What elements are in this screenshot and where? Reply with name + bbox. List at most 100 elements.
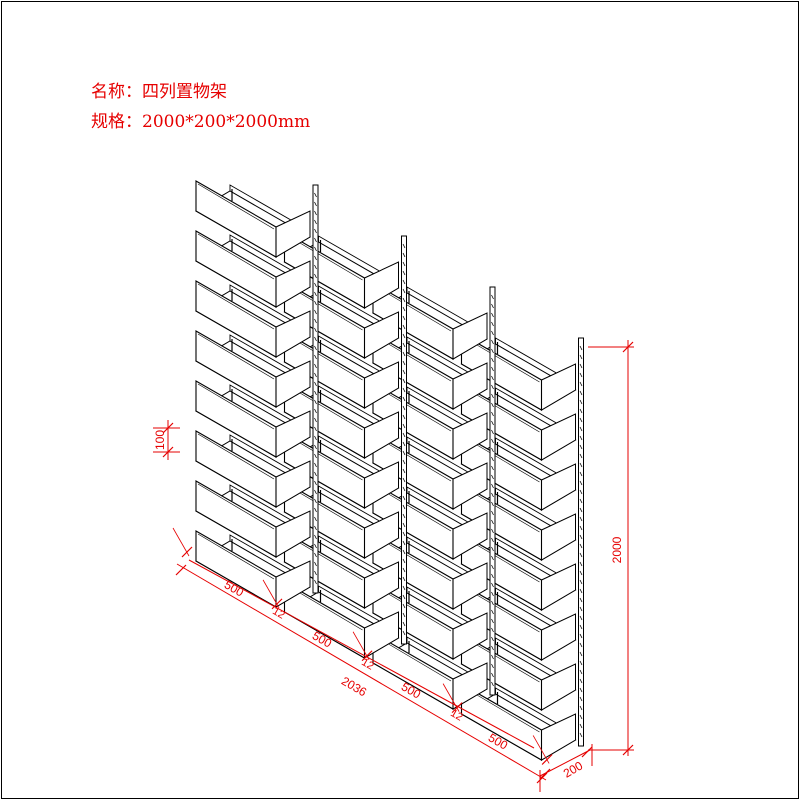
rail-slot [314,444,317,450]
rail-slot [579,453,583,459]
rail-slot [314,543,317,549]
rail-slot [402,288,406,294]
wall-rail [489,286,496,696]
rail-slot [579,570,583,576]
dim-shelf-height-label: 100 [153,430,167,450]
rail-slot [491,591,494,597]
rail-slot [579,723,583,729]
rail-slot [491,582,494,588]
rail-slot [402,504,406,510]
shelf-front-lip [195,280,277,358]
rail-slot [579,390,583,396]
rail-slot [402,378,406,384]
rail-slot [491,645,494,651]
rail-slot [491,294,494,300]
rail-slot [491,321,494,327]
rail-slot [579,642,583,648]
shelf-end-cap [541,463,576,511]
rail-slot [491,654,494,660]
rail-slot [402,495,406,501]
rail-slot [402,558,406,564]
rail-slot [314,471,317,477]
dim-tick [162,422,174,434]
shelf-board [195,280,311,358]
rail-slot [314,255,317,261]
shelf-end-cap [541,413,576,461]
rail-slot [314,246,317,252]
shelf-board [195,230,311,308]
rail-slot [579,408,583,414]
wall-rail [401,235,407,645]
rail-slot [402,297,406,303]
rail-slot [402,405,406,411]
dim-tick [539,768,551,780]
rail-slot [579,669,583,675]
dim-line [539,749,591,777]
rail-slot [491,546,494,552]
rail-slot [402,324,406,330]
rail-slot [314,516,317,522]
product-name-label: 名称： [91,82,142,102]
rail-slot [491,636,494,642]
rail-slot [402,585,406,591]
rail-slot [402,342,406,348]
rail-slot [314,525,317,531]
shelf-front-lip [195,380,277,458]
product-name-value: 四列置物架 [142,82,227,102]
rail-slot [579,381,583,387]
rail-slot [491,501,494,507]
rail-slot [402,261,406,267]
dim-total-height-label: 2000 [610,536,624,563]
product-spec-value: 2000*200*2000mm [142,112,311,132]
rail-slot [579,435,583,441]
shelf-drawing [195,180,584,761]
rail-slot [491,555,494,561]
rail-slot [579,516,583,522]
shelf-column [460,333,584,761]
rail-slot [402,369,406,375]
rail-slot [402,540,406,546]
rail-slot [491,609,494,615]
shelf-end-cap [541,363,576,411]
rail-slot [314,408,317,414]
rail-slot [579,354,583,360]
wall-rail [578,337,584,747]
rail-slot [491,366,494,372]
rail-slot [579,480,583,486]
shelf-lip-fold [197,433,275,480]
rail-slot [314,336,317,342]
rail-slot [314,345,317,351]
rail-slot [491,564,494,570]
rail-slot [579,462,583,468]
rail-slot [314,300,317,306]
rail-slot [491,339,494,345]
rail-slot [402,603,406,609]
rail-slot [491,681,494,687]
rail-slot [314,534,317,540]
rail-slot [491,312,494,318]
rail-slot [579,372,583,378]
rail-slot [314,399,317,405]
shelf-board [195,530,311,608]
rail-slot [314,372,317,378]
rail-slot [402,522,406,528]
rail-slot [579,534,583,540]
rail-slot [314,579,317,585]
shelf-column [195,180,319,608]
shelf-end-cap [541,713,576,761]
shelf-lip-fold [197,383,275,430]
rail-slot [402,387,406,393]
rail-slot [491,672,494,678]
rail-slot [402,567,406,573]
rail-slot [491,438,494,444]
shelf-board [195,180,311,258]
rail-slot [579,678,583,684]
rail-slot [579,543,583,549]
dim-extension-line [352,631,370,660]
rail-slot [491,573,494,579]
rail-slot [579,687,583,693]
rail-slot [491,465,494,471]
rail-slot [314,363,317,369]
